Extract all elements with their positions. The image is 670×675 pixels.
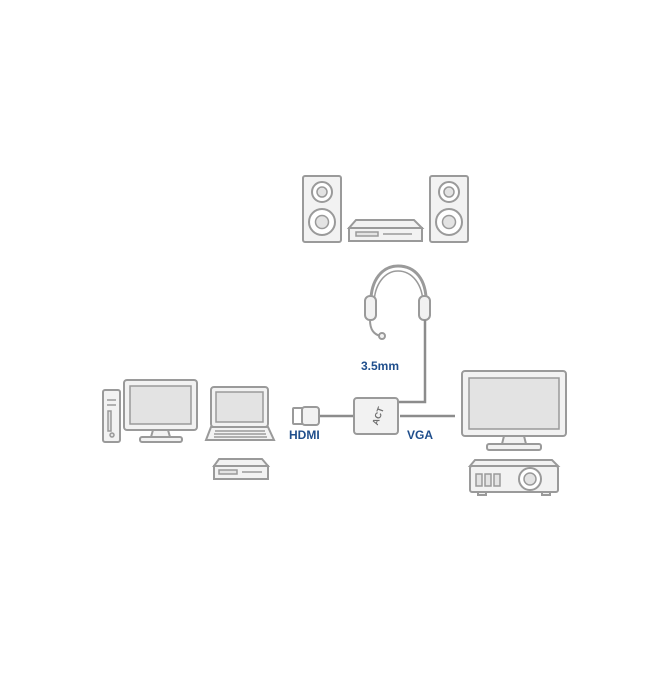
audio-cable (397, 320, 427, 404)
adapter-box-icon: ACT (353, 397, 399, 435)
vga-port-label: VGA (407, 428, 434, 442)
projector-icon (467, 459, 561, 496)
audio-port-label: 3.5mm (361, 359, 400, 373)
headset-icon (364, 264, 431, 340)
desktop-monitor-icon (123, 379, 198, 443)
media-player-icon (212, 458, 271, 480)
display-monitor-icon (461, 370, 567, 451)
laptop-icon (204, 386, 276, 441)
hdmi-plug-icon (292, 406, 320, 426)
speaker-right-icon (429, 175, 469, 243)
hdmi-port-label: HDMI (289, 428, 320, 442)
desktop-tower-icon (102, 389, 121, 443)
speaker-left-icon (302, 175, 342, 243)
audio-receiver-icon (346, 219, 425, 242)
